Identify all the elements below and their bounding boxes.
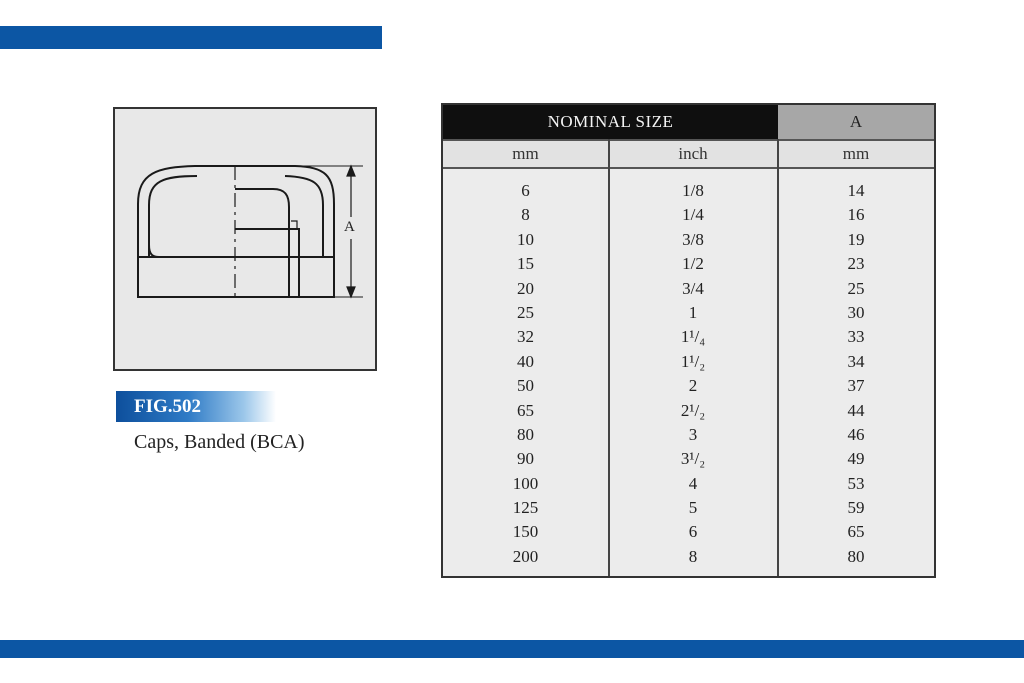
table-row: 25 1 30 [443, 301, 934, 325]
nominal-mm-cell: 8 [521, 205, 530, 225]
dimension-a-cell: 44 [847, 400, 865, 420]
nominal-mm-cell: 10 [517, 229, 534, 249]
nominal-mm-cell: 6 [521, 181, 530, 200]
nominal-inch-cell: 5 [688, 498, 698, 518]
nominal-inch-cell: 4 [688, 473, 698, 493]
table-row: 6 1/8 14 [443, 179, 934, 203]
subheader-inch: inch [608, 139, 778, 168]
nominal-inch-cell: 1¹/₄ [680, 327, 706, 347]
nominal-mm-cell: 40 [517, 351, 534, 371]
table-row: 20 3/4 25 [443, 277, 934, 301]
table-row: 10 3/8 19 [443, 228, 934, 252]
header-divider [443, 139, 934, 141]
nominal-inch-cell: 2 [688, 376, 698, 396]
table-row: 15 1/2 23 [443, 252, 934, 276]
bottom-accent-bar [0, 640, 1024, 658]
dimension-a-cell: 19 [847, 229, 865, 249]
subheader-divider [443, 167, 934, 169]
nominal-inch-cell: 1/4 [682, 205, 704, 225]
nominal-inch-cell: 8 [688, 546, 698, 566]
nominal-mm-cell: 125 [512, 498, 539, 518]
nominal-inch-cell: 3/8 [682, 229, 704, 249]
nominal-mm-cell: 50 [517, 376, 534, 396]
nominal-mm-cell: 15 [517, 254, 534, 274]
dimension-a-cell: 37 [847, 376, 865, 396]
dimension-a-cell: 46 [847, 424, 865, 444]
nominal-mm-cell: 32 [517, 327, 534, 347]
table-row: 80 3 46 [443, 423, 934, 447]
nominal-inch-cell: 6 [688, 522, 698, 542]
subheader-mm: mm [443, 139, 608, 168]
table-row: 32 1¹/₄ 33 [443, 325, 934, 349]
dimension-a-cell: 14 [847, 181, 865, 200]
nominal-inch-cell: 1/8 [682, 181, 704, 200]
banded-cap-drawing [137, 164, 363, 299]
dimension-a-cell: 25 [847, 278, 865, 298]
nominal-mm-cell: 200 [512, 546, 539, 566]
figure-caption: Caps, Banded (BCA) [134, 431, 305, 453]
dimension-a-cell: 34 [847, 351, 865, 371]
dimension-a-cell: 16 [847, 205, 865, 225]
nominal-inch-cell: 1/2 [682, 254, 704, 274]
top-accent-bar [0, 26, 382, 49]
dimension-a-cell: 49 [847, 449, 865, 469]
dimension-a-cell: 30 [847, 302, 865, 322]
table-row: 90 3¹/₂ 49 [443, 447, 934, 471]
table-row: 65 2¹/₂ 44 [443, 399, 934, 423]
dimension-a-cell: 80 [847, 546, 865, 566]
header-nominal-size: NOMINAL SIZE [443, 105, 778, 139]
dimension-a-cell: 33 [847, 327, 865, 347]
table-row: 150 6 65 [443, 520, 934, 544]
nominal-mm-cell: 150 [512, 522, 539, 542]
table-row: 100 4 53 [443, 472, 934, 496]
header-dimension-a: A [778, 105, 934, 139]
column-divider-2 [777, 139, 779, 576]
nominal-mm-cell: 100 [512, 473, 539, 493]
column-divider-1 [608, 139, 610, 576]
nominal-mm-cell: 65 [517, 400, 534, 420]
subheader-a-mm: mm [778, 139, 934, 168]
dimension-a-cell: 53 [847, 473, 865, 493]
table-row: 40 1¹/₂ 34 [443, 350, 934, 374]
nominal-inch-cell: 1¹/₂ [680, 351, 706, 371]
nominal-mm-cell: 25 [517, 302, 534, 322]
dimension-a-cell: 23 [847, 254, 865, 274]
figure-number-badge: FIG.502 [116, 391, 276, 422]
nominal-inch-cell: 3/4 [682, 278, 704, 298]
nominal-inch-cell: 2¹/₂ [680, 400, 706, 420]
nominal-inch-cell: 3¹/₂ [680, 449, 706, 469]
table-row: 200 8 80 [443, 545, 934, 569]
nominal-inch-cell: 3 [688, 424, 698, 444]
cap-drawing-panel: A [113, 107, 377, 371]
nominal-mm-cell: 20 [517, 278, 534, 298]
nominal-mm-cell: 80 [517, 424, 534, 444]
table-row: 125 5 59 [443, 496, 934, 520]
table-row: 50 2 37 [443, 374, 934, 398]
nominal-mm-cell: 90 [517, 449, 534, 469]
dimension-a-cell: 65 [847, 522, 865, 542]
nominal-inch-cell: 1 [688, 302, 698, 322]
table-row: 8 1/4 16 [443, 203, 934, 227]
dimension-a-label: A [344, 219, 355, 235]
dimension-a-cell: 59 [847, 498, 865, 518]
